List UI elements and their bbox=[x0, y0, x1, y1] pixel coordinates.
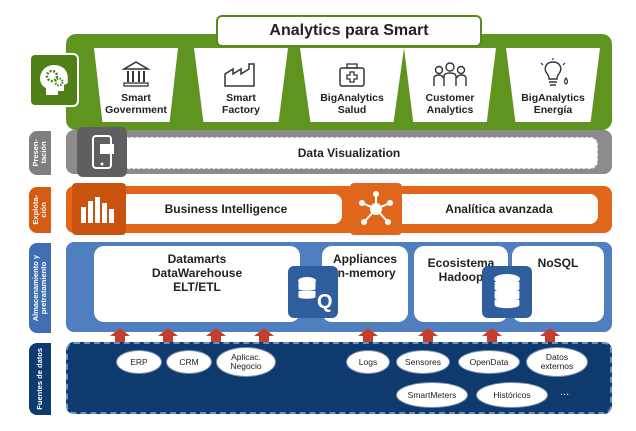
appliances-label: Appliances in-memory bbox=[332, 252, 398, 280]
source-aplicac-negocio: Aplicac. Negocio bbox=[216, 347, 276, 377]
card-biganalytics-energia: BigAnalytics Energía bbox=[506, 48, 600, 122]
data-visualization-box: Data Visualization bbox=[100, 137, 598, 169]
svg-text:Q: Q bbox=[317, 291, 333, 312]
card-label: Customer Analytics bbox=[425, 92, 475, 116]
source-opendata: OpenData bbox=[458, 350, 520, 374]
source-sensores: Sensores bbox=[396, 350, 450, 374]
diagram-title: Analytics para Smart bbox=[216, 15, 482, 47]
source-logs: Logs bbox=[346, 350, 390, 374]
side-label-text: Almacenamiento y pretratamiento bbox=[31, 254, 48, 322]
card-label: Smart Factory bbox=[222, 92, 260, 116]
source-datos-externos: Datos externos bbox=[526, 347, 588, 377]
side-label-text: Presen- tación bbox=[31, 139, 48, 167]
government-building-icon bbox=[121, 61, 151, 87]
mobile-chart-icon bbox=[77, 127, 127, 177]
bar-chart-icon bbox=[72, 183, 126, 235]
data-flow-arrows bbox=[110, 328, 560, 344]
card-label: Smart Government bbox=[105, 92, 167, 116]
source-smartmeters: SmartMeters bbox=[396, 382, 468, 408]
people-group-icon bbox=[433, 62, 467, 86]
card-label: BigAnalytics Salud bbox=[320, 92, 384, 116]
datamarts-label: Datamarts DataWarehouse ELT/ETL bbox=[151, 252, 243, 294]
nosql-label: NoSQL bbox=[537, 256, 579, 270]
side-label-text: Explota- ción bbox=[31, 195, 48, 225]
side-label-text: Fuentes de datos bbox=[35, 348, 44, 410]
card-biganalytics-salud: BigAnalytics Salud bbox=[300, 48, 404, 122]
health-kit-icon bbox=[339, 63, 365, 87]
brain-gears-icon bbox=[29, 53, 79, 107]
hadoop-label: Ecosistema Hadoop bbox=[427, 256, 495, 284]
card-customer-analytics: Customer Analytics bbox=[404, 48, 496, 122]
analitica-avanzada-label: Analítica avanzada bbox=[445, 202, 553, 216]
side-label-storage: Almacenamiento y pretratamiento bbox=[29, 243, 51, 333]
side-label-exploitation: Explota- ción bbox=[29, 187, 51, 233]
network-hub-icon bbox=[350, 183, 402, 235]
business-intelligence-label: Business Intelligence bbox=[164, 202, 288, 216]
database-query-icon: Q bbox=[288, 266, 338, 318]
card-label: BigAnalytics Energía bbox=[521, 92, 585, 116]
factory-icon bbox=[224, 63, 255, 87]
card-smart-government: Smart Government bbox=[94, 48, 178, 122]
database-icon bbox=[482, 266, 532, 318]
card-smart-factory: Smart Factory bbox=[194, 48, 288, 122]
side-label-sources: Fuentes de datos bbox=[29, 343, 51, 415]
source-more: ... bbox=[560, 386, 570, 398]
lightbulb-icon bbox=[540, 58, 569, 86]
source-historicos: Históricos bbox=[476, 382, 548, 408]
source-crm: CRM bbox=[166, 350, 212, 374]
side-label-presentation: Presen- tación bbox=[29, 131, 51, 175]
source-erp: ERP bbox=[116, 350, 162, 374]
business-intelligence-box: Business Intelligence bbox=[110, 194, 342, 224]
datamarts-box: Datamarts DataWarehouse ELT/ETL bbox=[94, 246, 300, 322]
data-visualization-label: Data Visualization bbox=[297, 146, 401, 160]
